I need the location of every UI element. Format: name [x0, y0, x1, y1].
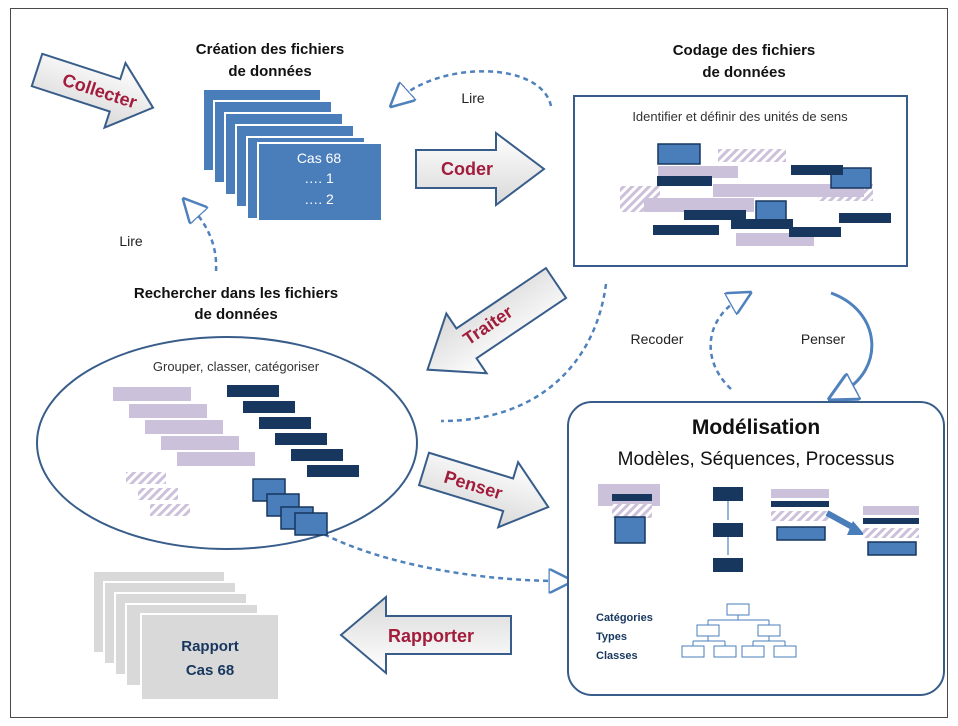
penser-loop-arrow — [831, 291, 874, 393]
rapporter-arrow: Rapporter — [339, 594, 512, 676]
report-line-2: Cas 68 — [186, 662, 234, 679]
coding-box: Identifier et définir des unités de sens — [573, 95, 908, 267]
coder-arrow: Coder — [415, 131, 546, 207]
model-subtitle: Modèles, Séquences, Processus — [618, 449, 895, 470]
lire-left-label: Lire — [119, 233, 143, 249]
search-to-model-dashed-arrow — [300, 519, 561, 581]
penser-arrow: Penser — [417, 451, 550, 529]
penser-right-label: Penser — [801, 331, 846, 347]
diagram-frame: Collecter Coder Traiter Penser Rapporter… — [10, 8, 948, 718]
svg-text:de données: de données — [228, 63, 311, 80]
lire-top-label: Lire — [461, 90, 485, 106]
creation-title: Création des fichiers de données — [196, 41, 344, 80]
legend-types: Types — [596, 631, 627, 643]
recoder-dashed-arrow — [709, 298, 741, 390]
codage-title: Codage des fichiers de données — [673, 42, 816, 81]
file-card-line-3: …. 2 — [304, 191, 334, 207]
coding-box-caption: Identifier et définir des unités de sens — [632, 109, 848, 124]
hierarchy-tree — [681, 603, 797, 658]
report-line-1: Rapport — [181, 638, 239, 655]
svg-text:de données: de données — [702, 64, 785, 81]
data-files-stack: Cas 68 …. 1 …. 2 — [202, 88, 383, 222]
coder-label: Coder — [441, 159, 493, 179]
svg-text:Rechercher dans les fichiers: Rechercher dans les fichiers — [134, 285, 338, 302]
modelisation-box: Modélisation Modèles, Séquences, Process… — [567, 401, 945, 696]
recoder-label: Recoder — [631, 331, 684, 347]
svg-text:Codage des fichiers: Codage des fichiers — [673, 42, 816, 59]
rapporter-label: Rapporter — [388, 626, 474, 646]
file-card-line-1: Cas 68 — [297, 150, 342, 166]
front-file-card — [257, 142, 383, 222]
legend-classes: Classes — [596, 650, 638, 662]
traiter-arrow: Traiter — [426, 266, 568, 375]
svg-text:Création des fichiers: Création des fichiers — [196, 41, 344, 58]
report-card — [140, 613, 280, 701]
coding-to-search-dashed-arrow — [440, 283, 608, 423]
file-card-line-2: …. 1 — [304, 170, 334, 186]
model-title: Modélisation — [692, 416, 820, 439]
recherche-title: Rechercher dans les fichiers de données — [134, 285, 338, 323]
collecter-arrow: Collecter — [30, 52, 155, 130]
report-stack: Rapport Cas 68 — [92, 570, 280, 701]
legend-categories: Catégories — [596, 612, 653, 624]
lire-left-dashed-arrow — [191, 207, 218, 272]
diagram-canvas: Collecter Coder Traiter Penser Rapporter… — [30, 41, 945, 701]
ellipse-caption: Grouper, classer, catégoriser — [153, 359, 320, 374]
search-ellipse: Grouper, classer, catégoriser — [36, 336, 418, 550]
svg-text:de données: de données — [194, 306, 277, 323]
